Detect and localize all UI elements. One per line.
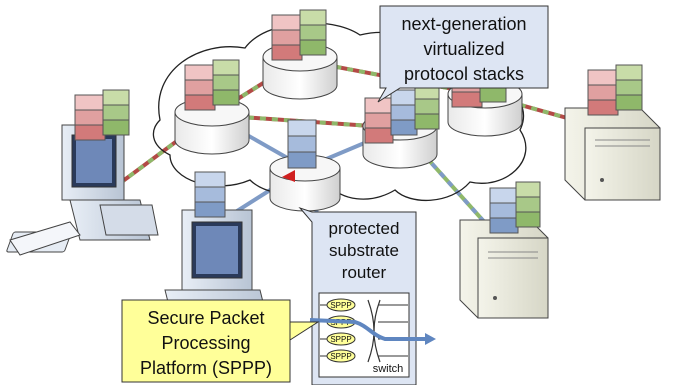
callout-router-line-3: router [342, 263, 387, 282]
callout-sppp: Secure Packet Processing Platform (SPPP) [121, 299, 320, 383]
switch-label: switch [373, 363, 404, 375]
callout-sppp-line-1: Secure Packet [147, 308, 264, 328]
switch-panel: SPPP SPPP SPPP SPPP switch [309, 292, 436, 378]
callout-virtualized-stacks: next-generation virtualized protocol sta… [377, 5, 549, 103]
sppp-chip-label-3: SPPP [330, 335, 351, 344]
stack-left [184, 59, 240, 111]
sppp-chip-label-1: SPPP [330, 301, 351, 310]
callout-router-line-2: substrate [329, 241, 399, 260]
callout-virtualized-line-3: protocol stacks [404, 64, 524, 84]
stack-top [271, 9, 327, 61]
stack-center [287, 119, 317, 169]
callout-virtualized-line-1: next-generation [401, 14, 526, 34]
callout-substrate-router: protected substrate router SPPP [298, 206, 436, 385]
callout-virtualized-line-2: virtualized [423, 39, 504, 59]
packet-flow-arrowhead [425, 333, 436, 345]
sppp-chip-label-4: SPPP [330, 352, 351, 361]
callout-sppp-line-3: Platform (SPPP) [140, 358, 272, 378]
stack-center-right [364, 83, 440, 144]
callout-router-line-1: protected [329, 219, 400, 238]
packet-flow-arrow [309, 318, 425, 341]
host-server-bottom [459, 181, 549, 319]
host-left-computer [6, 89, 159, 256]
host-server-right [564, 64, 661, 201]
callout-sppp-line-2: Processing [161, 333, 250, 353]
keyboard-left [9, 221, 81, 256]
